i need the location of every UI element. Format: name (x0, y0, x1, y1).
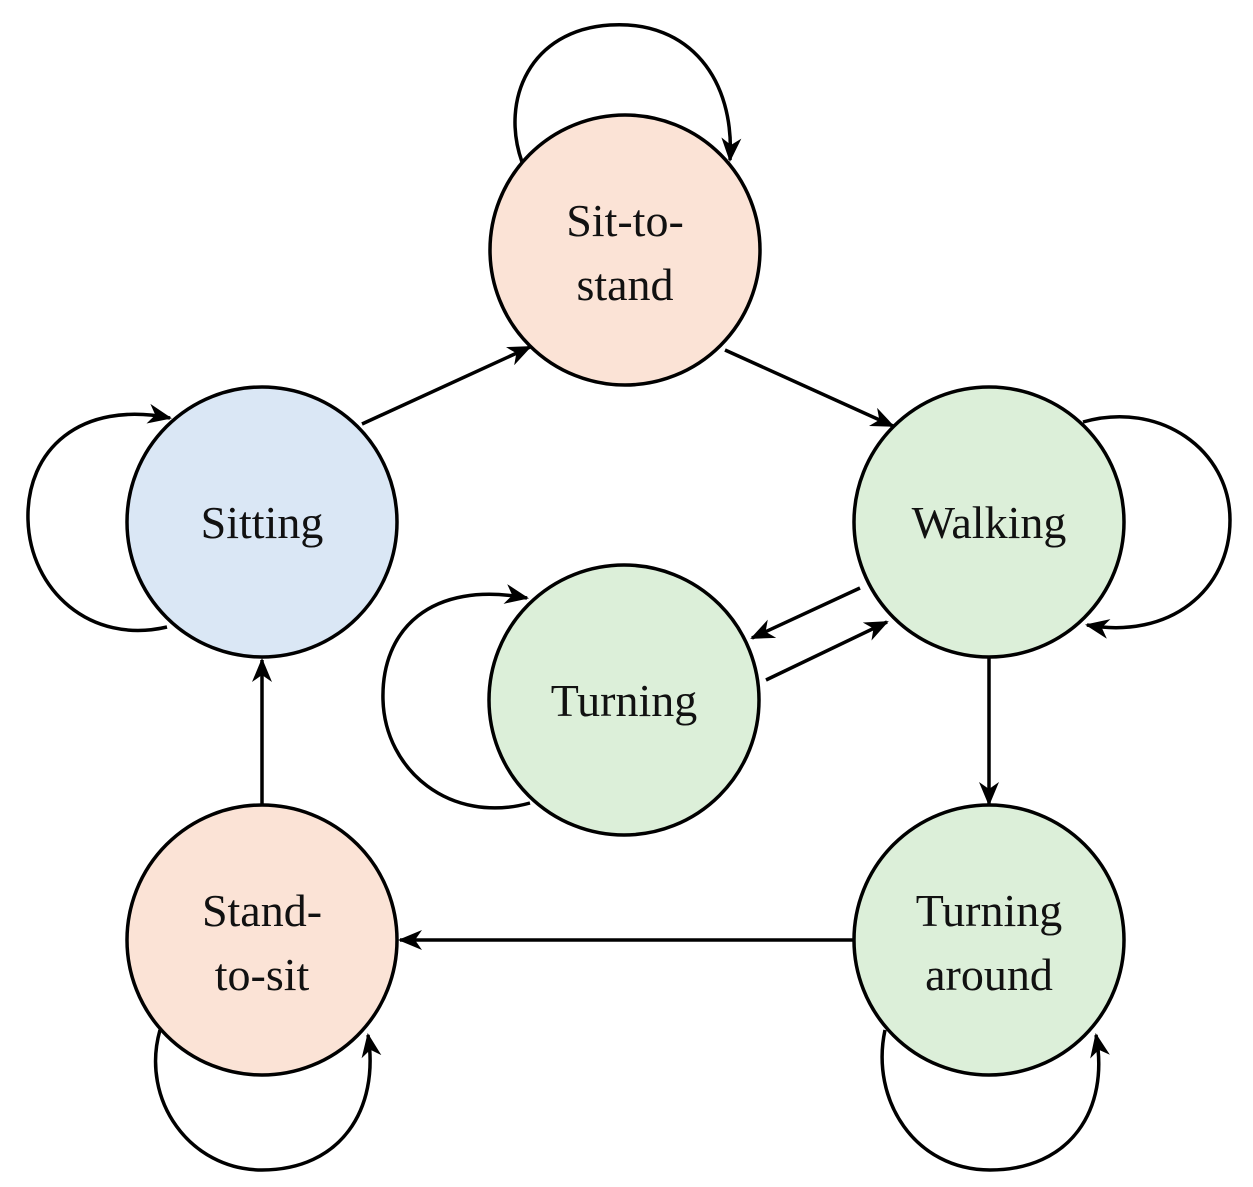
node-walking: Walking (852, 385, 1126, 659)
node-stand-to-sit-label-line1: Stand- (202, 885, 322, 936)
edge-turning-to-walking (765, 620, 889, 682)
edge-sit-to-stand-to-walking (724, 348, 895, 428)
node-turning-around-label-line1: Turning (916, 885, 1063, 936)
node-turning-around: Turning around (852, 803, 1126, 1077)
node-stand-to-sit: Stand- to-sit (125, 803, 399, 1077)
node-turning: Turning (487, 563, 761, 837)
node-turning-around-label-line2: around (925, 949, 1053, 1000)
node-turning-circle (487, 563, 761, 837)
self-loop-turning (381, 584, 531, 810)
self-loop-walking (1082, 415, 1232, 639)
self-loop-stand-to-sit (153, 1029, 382, 1172)
node-sit-to-stand-label-line1: Sit-to- (566, 195, 684, 246)
node-stand-to-sit-circle (125, 803, 399, 1077)
node-turning-around-circle (852, 803, 1126, 1077)
self-loop-sitting (26, 403, 172, 633)
self-loop-sit-to-stand (513, 23, 742, 163)
node-stand-to-sit-label-line2: to-sit (215, 949, 310, 1000)
node-walking-circle (852, 385, 1126, 659)
node-walking-label: Walking (912, 497, 1067, 548)
self-loop-turning-around (880, 1029, 1110, 1172)
node-turning-label: Turning (551, 675, 698, 726)
edge-sitting-to-sit-to-stand (361, 345, 532, 426)
edge-walking-to-turning (750, 586, 861, 640)
node-sit-to-stand-label-line2: stand (576, 259, 673, 310)
node-sitting: Sitting (125, 385, 399, 659)
node-sit-to-stand-circle (488, 113, 762, 387)
node-sitting-label: Sitting (201, 497, 324, 548)
node-sit-to-stand: Sit-to- stand (488, 113, 762, 387)
node-sitting-circle (125, 385, 399, 659)
